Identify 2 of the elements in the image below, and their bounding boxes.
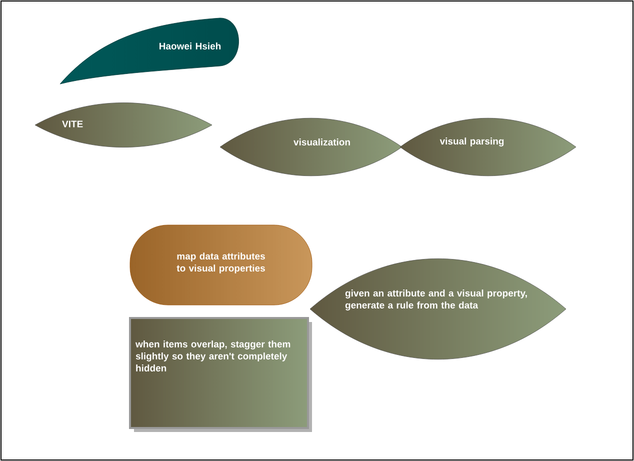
note-box: when items overlap, stagger them slightly so they aren't completely hidden: [129, 317, 312, 432]
rounded-box: map data attributes to visual properties: [130, 224, 312, 306]
